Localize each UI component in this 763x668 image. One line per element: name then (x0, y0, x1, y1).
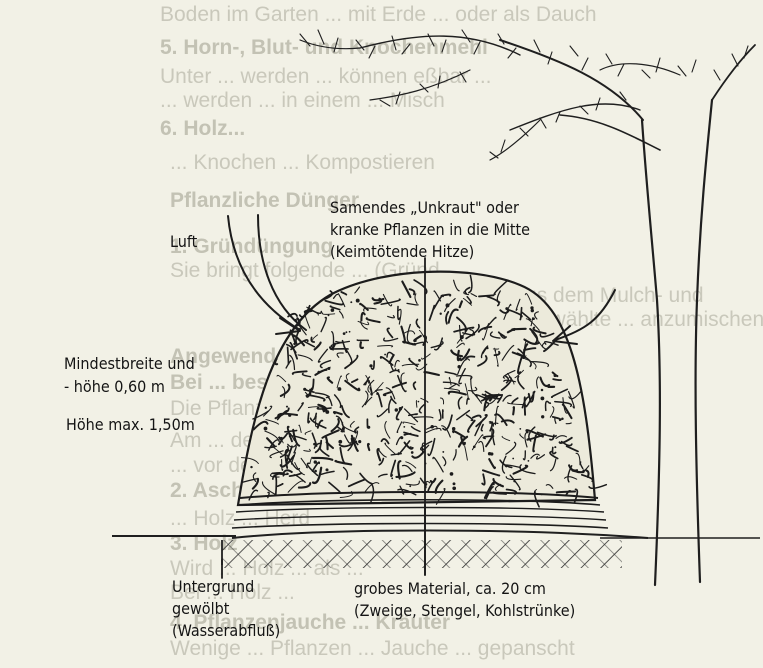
ground-strip (112, 531, 760, 569)
label-line: - höhe 0,60 m (64, 375, 165, 398)
label-line: Mindestbreite und (64, 352, 195, 375)
label-line: gewölbt (172, 597, 229, 620)
compost-heap (232, 272, 608, 528)
label-luft: Luft (170, 230, 197, 253)
label-line: (Keimtötende Hitze) (330, 240, 474, 263)
label-line: (Zweige, Stengel, Kohlstrünke) (354, 599, 575, 622)
label-line: Untergrund (172, 575, 254, 598)
label-line: (Wasserabfluß) (172, 619, 280, 642)
left-air-arrow (228, 216, 300, 330)
label-line: grobes Material, ca. 20 cm (354, 577, 546, 600)
label-hoehe-max: Höhe max. 1,50m (66, 413, 195, 436)
label-line: Samendes „Unkraut" oder (330, 196, 519, 219)
label-line: kranke Pflanzen in die Mitte (330, 218, 530, 241)
